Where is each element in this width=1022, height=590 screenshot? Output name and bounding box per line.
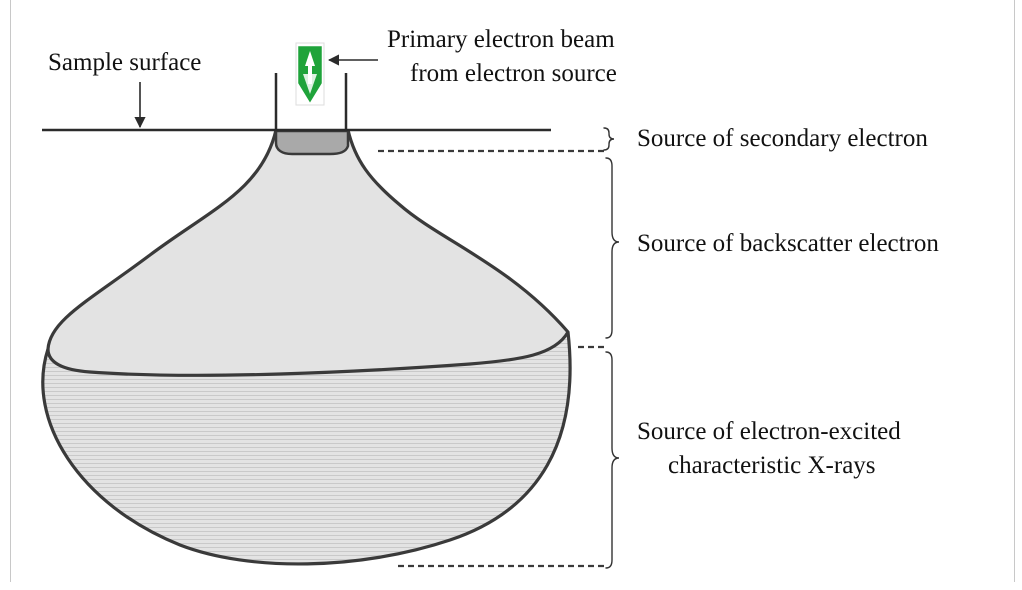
xray-label-line2: characteristic X-rays	[668, 452, 876, 479]
electron-gun-icon	[295, 42, 325, 106]
secondary-electron-label: Source of secondary electron	[637, 125, 928, 152]
secondary-brace	[603, 127, 615, 151]
backscatter-electron-label: Source of backscatter electron	[637, 230, 939, 257]
backscatter-boundary	[46, 331, 570, 377]
primary-beam-label-line2: from electron source	[410, 60, 617, 87]
backscatter-brace	[605, 157, 620, 339]
sample-surface-label: Sample surface	[48, 49, 202, 76]
primary-beam-label-line1: Primary electron beam	[387, 26, 615, 53]
interaction-volume-outline	[41, 129, 572, 566]
secondary-electron-zone	[274, 129, 350, 156]
backscatter-zone	[48, 130, 568, 376]
xray-zone	[42, 332, 571, 564]
xray-label-line1: Source of electron-excited	[637, 418, 901, 445]
xray-brace	[605, 351, 620, 569]
